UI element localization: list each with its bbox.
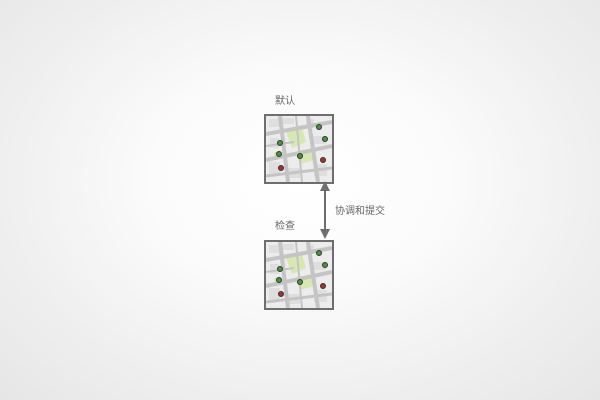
street-map-icon (266, 116, 332, 182)
street-map-icon (266, 242, 332, 308)
connector-label: 协调和提交 (335, 206, 385, 217)
version-label-default: 默认 (275, 96, 295, 107)
map-thumbnail-default (264, 114, 334, 184)
double-headed-arrow-icon (320, 181, 330, 239)
map-thumbnail-qa (264, 240, 334, 310)
version-label-qa: 检查 (275, 221, 295, 232)
